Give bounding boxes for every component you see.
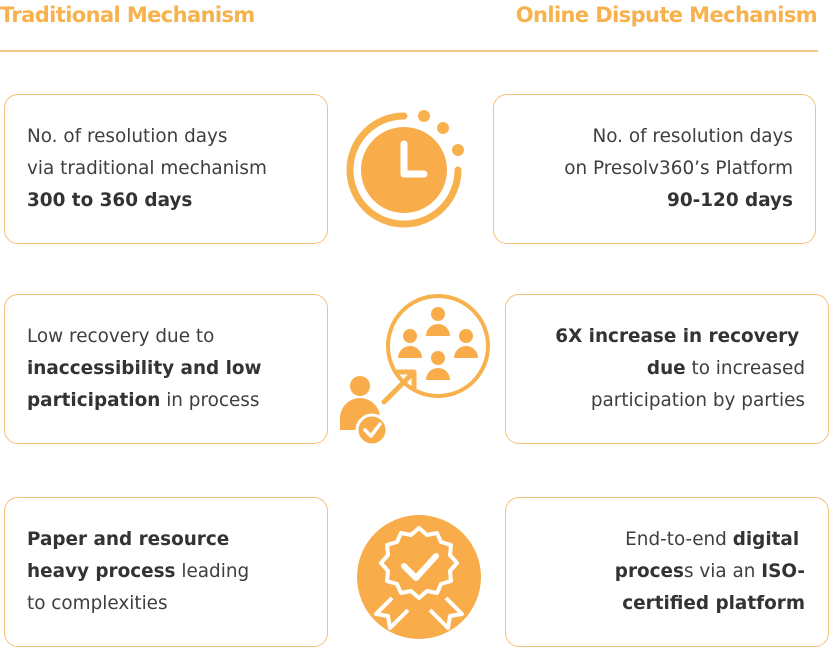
- online-resolution-line1: No. of resolution days: [592, 126, 793, 147]
- traditional-resolution-line2: via traditional mechanism: [27, 158, 267, 179]
- online-resolution-line2: on Presolv360’s Platform: [564, 158, 793, 179]
- online-recovery-card: [505, 294, 829, 444]
- traditional-resolution-days-card: [4, 94, 328, 244]
- traditional-mechanism-heading: Traditional Mechanism: [0, 3, 255, 27]
- online-digital-line3: certified platform: [622, 593, 805, 614]
- traditional-recovery-line3: participation in process: [27, 390, 260, 411]
- certified-badge-icon: [357, 515, 481, 639]
- online-digital-process-text: End-to-end digital process via an ISO- c…: [615, 524, 805, 620]
- recovery-participation-icon: [340, 294, 490, 447]
- online-digital-line2: process via an ISO-: [614, 561, 805, 582]
- traditional-recovery-card: [4, 294, 328, 444]
- traditional-paper-line2: heavy process leading: [27, 561, 250, 582]
- online-resolution-value: 90-120 days: [667, 190, 793, 211]
- traditional-paper-process-text: Paper and resource heavy process leading…: [27, 524, 249, 620]
- traditional-resolution-value: 300 to 360 days: [27, 190, 193, 211]
- traditional-paper-line3: to complexities: [27, 593, 168, 614]
- traditional-recovery-text: Low recovery due to inaccessibility and …: [27, 321, 262, 417]
- online-recovery-line1: 6X increase in recovery: [555, 326, 800, 347]
- online-resolution-days-text: No. of resolution days on Presolv360’s P…: [564, 121, 793, 217]
- clock-icon: [346, 110, 464, 228]
- header-divider: [0, 50, 818, 52]
- online-resolution-days-card: [493, 94, 816, 244]
- online-recovery-line3: participation by parties: [590, 390, 805, 411]
- online-recovery-text: 6X increase in recovery due to increased…: [555, 321, 805, 417]
- traditional-recovery-line2: inaccessibility and low: [27, 358, 262, 379]
- online-digital-line1: End-to-end digital: [625, 529, 800, 550]
- online-digital-process-card: [505, 497, 829, 647]
- traditional-paper-process-card: [4, 497, 328, 647]
- online-dispute-mechanism-heading: Online Dispute Mechanism: [515, 3, 818, 27]
- traditional-recovery-line1: Low recovery due to: [27, 326, 215, 347]
- traditional-resolution-days-text: No. of resolution days via traditional m…: [27, 121, 267, 217]
- online-recovery-line2: due to increased: [646, 358, 805, 379]
- traditional-resolution-line1: No. of resolution days: [27, 126, 228, 147]
- traditional-paper-line1: Paper and resource: [27, 529, 230, 550]
